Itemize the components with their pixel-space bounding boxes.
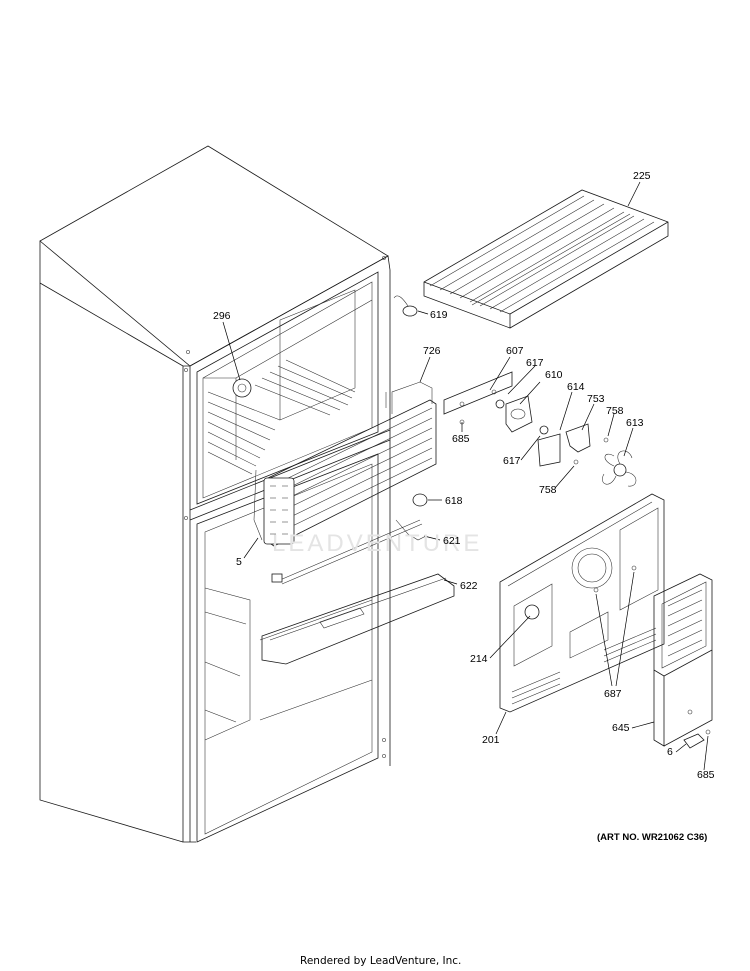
- fan-motor-assembly: [443, 371, 637, 487]
- callout-613[interactable]: 613: [626, 417, 644, 429]
- callout-614[interactable]: 614: [567, 381, 585, 393]
- callout-726[interactable]: 726: [423, 345, 441, 357]
- callout-685-upper[interactable]: 685: [452, 433, 470, 445]
- callout-5[interactable]: 5: [236, 556, 242, 568]
- callout-645[interactable]: 645: [612, 722, 630, 734]
- callout-685-lower[interactable]: 685: [697, 769, 715, 781]
- callout-296[interactable]: 296: [213, 310, 231, 322]
- part-6: [683, 729, 711, 749]
- wire-shelf-225: [423, 189, 669, 329]
- leader-lines: [222, 181, 709, 771]
- callout-621[interactable]: 621: [443, 535, 461, 547]
- callout-610[interactable]: 610: [545, 369, 563, 381]
- callout-687[interactable]: 687: [604, 688, 622, 700]
- callout-758-lower[interactable]: 758: [539, 484, 557, 496]
- damper-296: [232, 378, 252, 398]
- callout-214[interactable]: 214: [470, 653, 488, 665]
- callout-225[interactable]: 225: [633, 170, 651, 182]
- callout-619[interactable]: 619: [430, 309, 448, 321]
- callout-617-upper[interactable]: 617: [526, 357, 544, 369]
- callout-6[interactable]: 6: [667, 746, 673, 758]
- art-number: (ART NO. WR21062 C36): [597, 832, 708, 843]
- cover-panel-201: [499, 493, 665, 713]
- callout-758-upper[interactable]: 758: [606, 405, 624, 417]
- callout-607[interactable]: 607: [506, 345, 524, 357]
- fan-blade-613: [602, 450, 637, 487]
- callout-617-lower[interactable]: 617: [503, 455, 521, 467]
- sensor-619: [393, 295, 418, 317]
- watermark: LEADVENTURE: [272, 530, 483, 557]
- evaporator-726: [263, 381, 437, 547]
- heater-wiring: [253, 469, 428, 585]
- callout-201[interactable]: 201: [482, 734, 500, 746]
- evap-cover-645: [653, 573, 713, 747]
- callout-753[interactable]: 753: [587, 393, 605, 405]
- drain-trough-622: [261, 573, 455, 665]
- callout-618[interactable]: 618: [445, 495, 463, 507]
- callout-622[interactable]: 622: [460, 580, 478, 592]
- footer-credit: Rendered by LeadVenture, Inc.: [300, 955, 462, 967]
